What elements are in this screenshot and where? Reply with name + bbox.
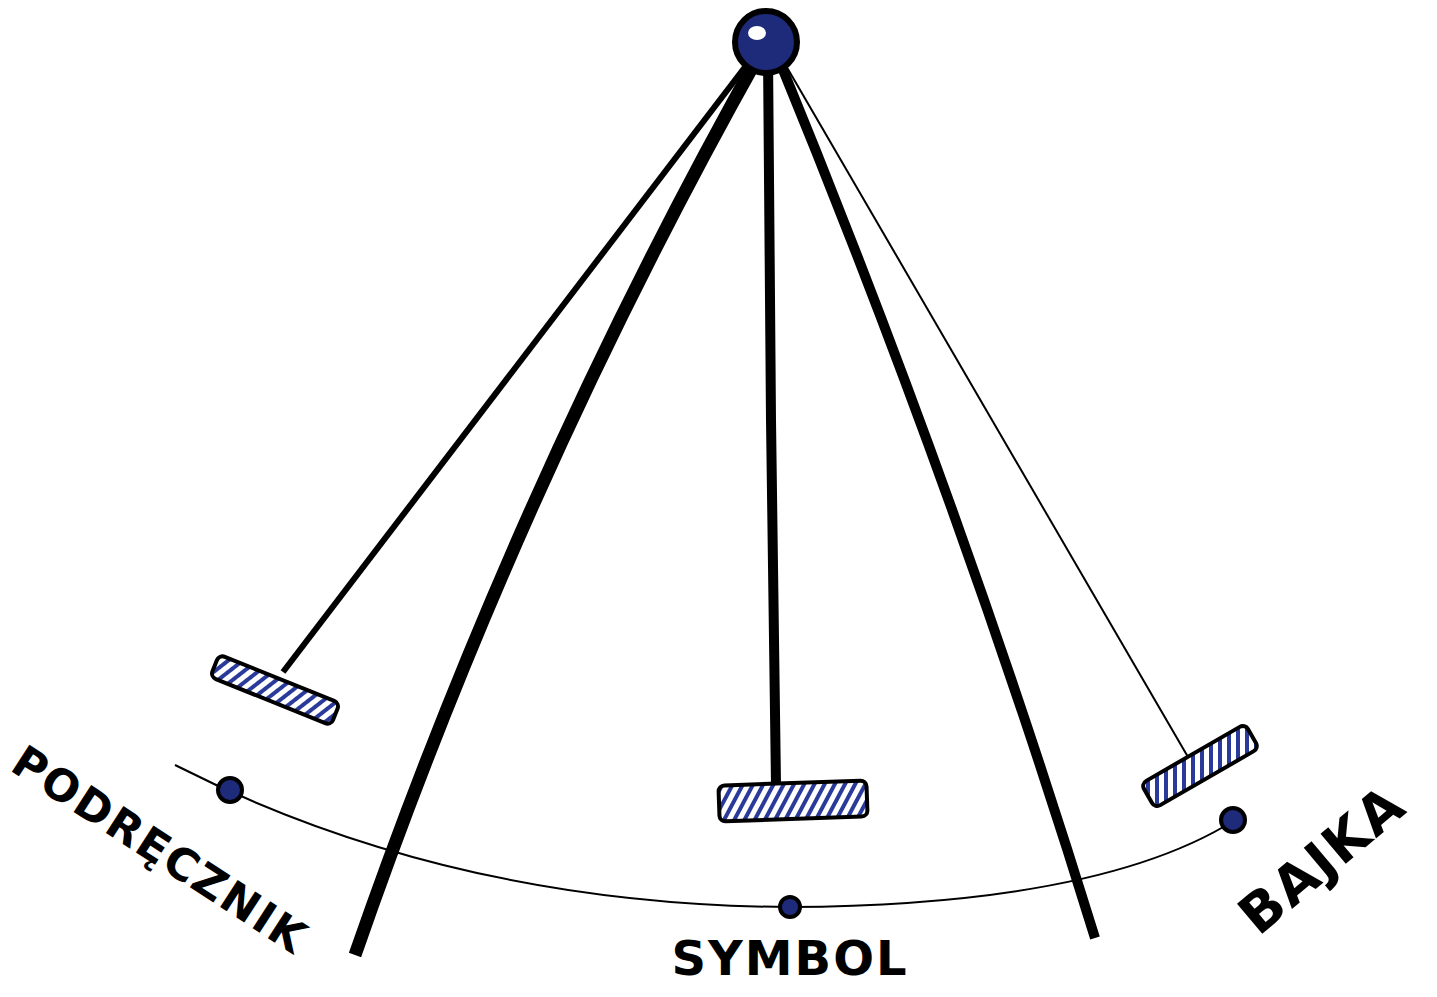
pendulum-bob [1141,724,1259,808]
pendulum-string [778,52,1188,757]
position-label: BAJKA [1229,776,1414,944]
arc-dot [780,897,800,917]
pendulum-string [768,55,776,785]
pendulum-string [283,50,758,672]
pendulum-bob [210,655,340,726]
pivot-ball [735,11,797,73]
pendulum-bob [718,780,867,821]
position-label: PODRĘCZNIK [5,739,315,962]
pivot-highlight [748,26,766,40]
position-label: SYMBOL [671,934,908,982]
arc-dot [1221,808,1245,832]
arc-dot [218,778,242,802]
